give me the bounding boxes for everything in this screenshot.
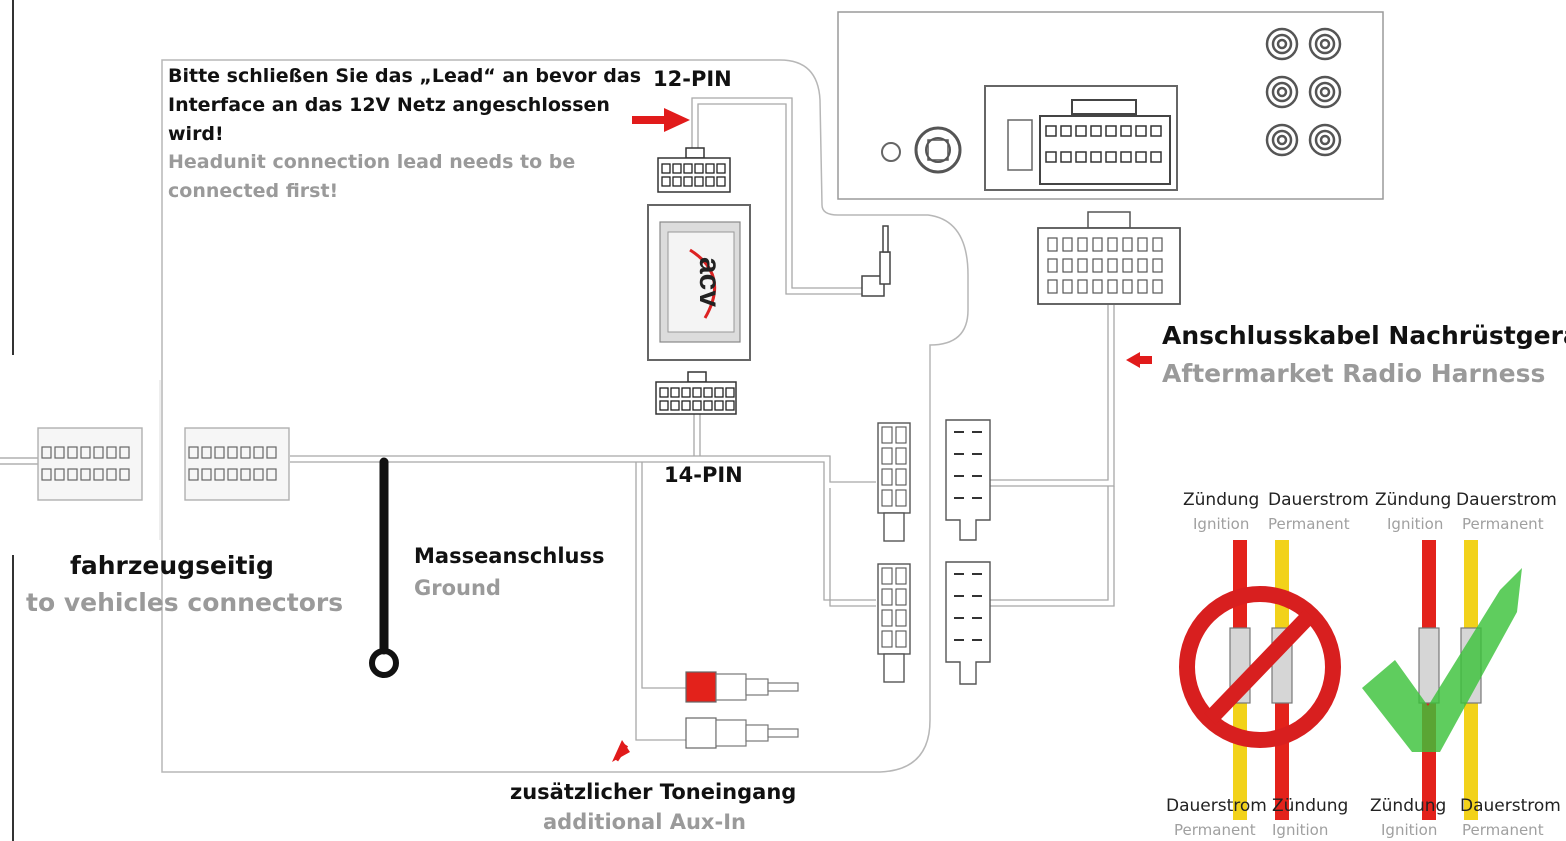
right-bottom-left-de: Zündung <box>1370 796 1447 816</box>
rca-plugs <box>685 671 799 749</box>
arrow-up-right-icon <box>612 740 630 762</box>
ground-ring-icon <box>369 648 399 678</box>
audio-jack <box>861 225 891 297</box>
note-de-line3: wird! <box>168 123 224 145</box>
harness-label-de: Anschlusskabel Nachrüstgerät <box>1162 321 1566 350</box>
rca-jacks <box>1265 27 1342 157</box>
iso-connectors-male <box>877 422 911 683</box>
wrong-bottom-left-en: Permanent <box>1174 821 1256 839</box>
wrong-bottom-right-de: Zündung <box>1272 796 1349 816</box>
right-bottom-left-en: Ignition <box>1381 821 1438 839</box>
aux-label-en: additional Aux-In <box>543 810 746 834</box>
vehicle-label-de: fahrzeugseitig <box>70 551 274 580</box>
arrow-left-icon <box>1126 352 1152 368</box>
wrong-bottom-right-en: Ignition <box>1272 821 1329 839</box>
acv-logo: acv <box>693 257 726 307</box>
wrong-top-left-en: Ignition <box>1193 515 1250 533</box>
harness-connector <box>1037 211 1181 305</box>
head-unit-panel <box>837 11 1384 200</box>
note-en-line2: connected first! <box>168 180 339 202</box>
checkmark-icon <box>1362 568 1522 752</box>
ground-label-de: Masseanschluss <box>414 544 605 568</box>
wrong-bottom-left-de: Dauerstrom <box>1166 796 1267 816</box>
right-bottom-right-en: Permanent <box>1462 821 1544 839</box>
acv-interface-box: acv <box>647 204 751 361</box>
right-top-left-en: Ignition <box>1387 515 1444 533</box>
note-de-line2: Interface an das 12V Netz angeschlossen <box>168 94 610 116</box>
arrow-right-icon <box>632 108 690 132</box>
right-bottom-right-de: Dauerstrom <box>1460 796 1561 816</box>
right-top-right-de: Dauerstrom <box>1456 490 1557 510</box>
wires <box>290 97 1115 741</box>
wrong-top-left-de: Zündung <box>1183 490 1260 510</box>
prohibited-icon <box>1179 586 1341 748</box>
wrong-wiring-example <box>1179 540 1341 820</box>
vehicle-label-en: to vehicles connectors <box>26 588 344 617</box>
ground-cable <box>369 457 399 678</box>
aux-label-de: zusätzlicher Toneingang <box>510 780 797 804</box>
note-en-line1: Headunit connection lead needs to be <box>168 151 576 173</box>
pin-label-14: 14-PIN <box>664 463 743 487</box>
right-top-left-de: Zündung <box>1375 490 1452 510</box>
correct-wiring-example <box>1362 540 1522 820</box>
interface-board-outline <box>161 59 969 773</box>
wrong-top-right-de: Dauerstrom <box>1268 490 1369 510</box>
note-de-line1: Bitte schließen Sie das „Lead“ an bevor … <box>168 65 642 87</box>
wrong-top-right-en: Permanent <box>1268 515 1350 533</box>
ground-label-en: Ground <box>414 576 501 600</box>
vehicle-connectors <box>0 380 290 540</box>
iso-connectors-female <box>945 419 991 685</box>
right-top-right-en: Permanent <box>1462 515 1544 533</box>
pin-label-12: 12-PIN <box>653 67 732 91</box>
harness-label-en: Aftermarket Radio Harness <box>1162 359 1546 388</box>
